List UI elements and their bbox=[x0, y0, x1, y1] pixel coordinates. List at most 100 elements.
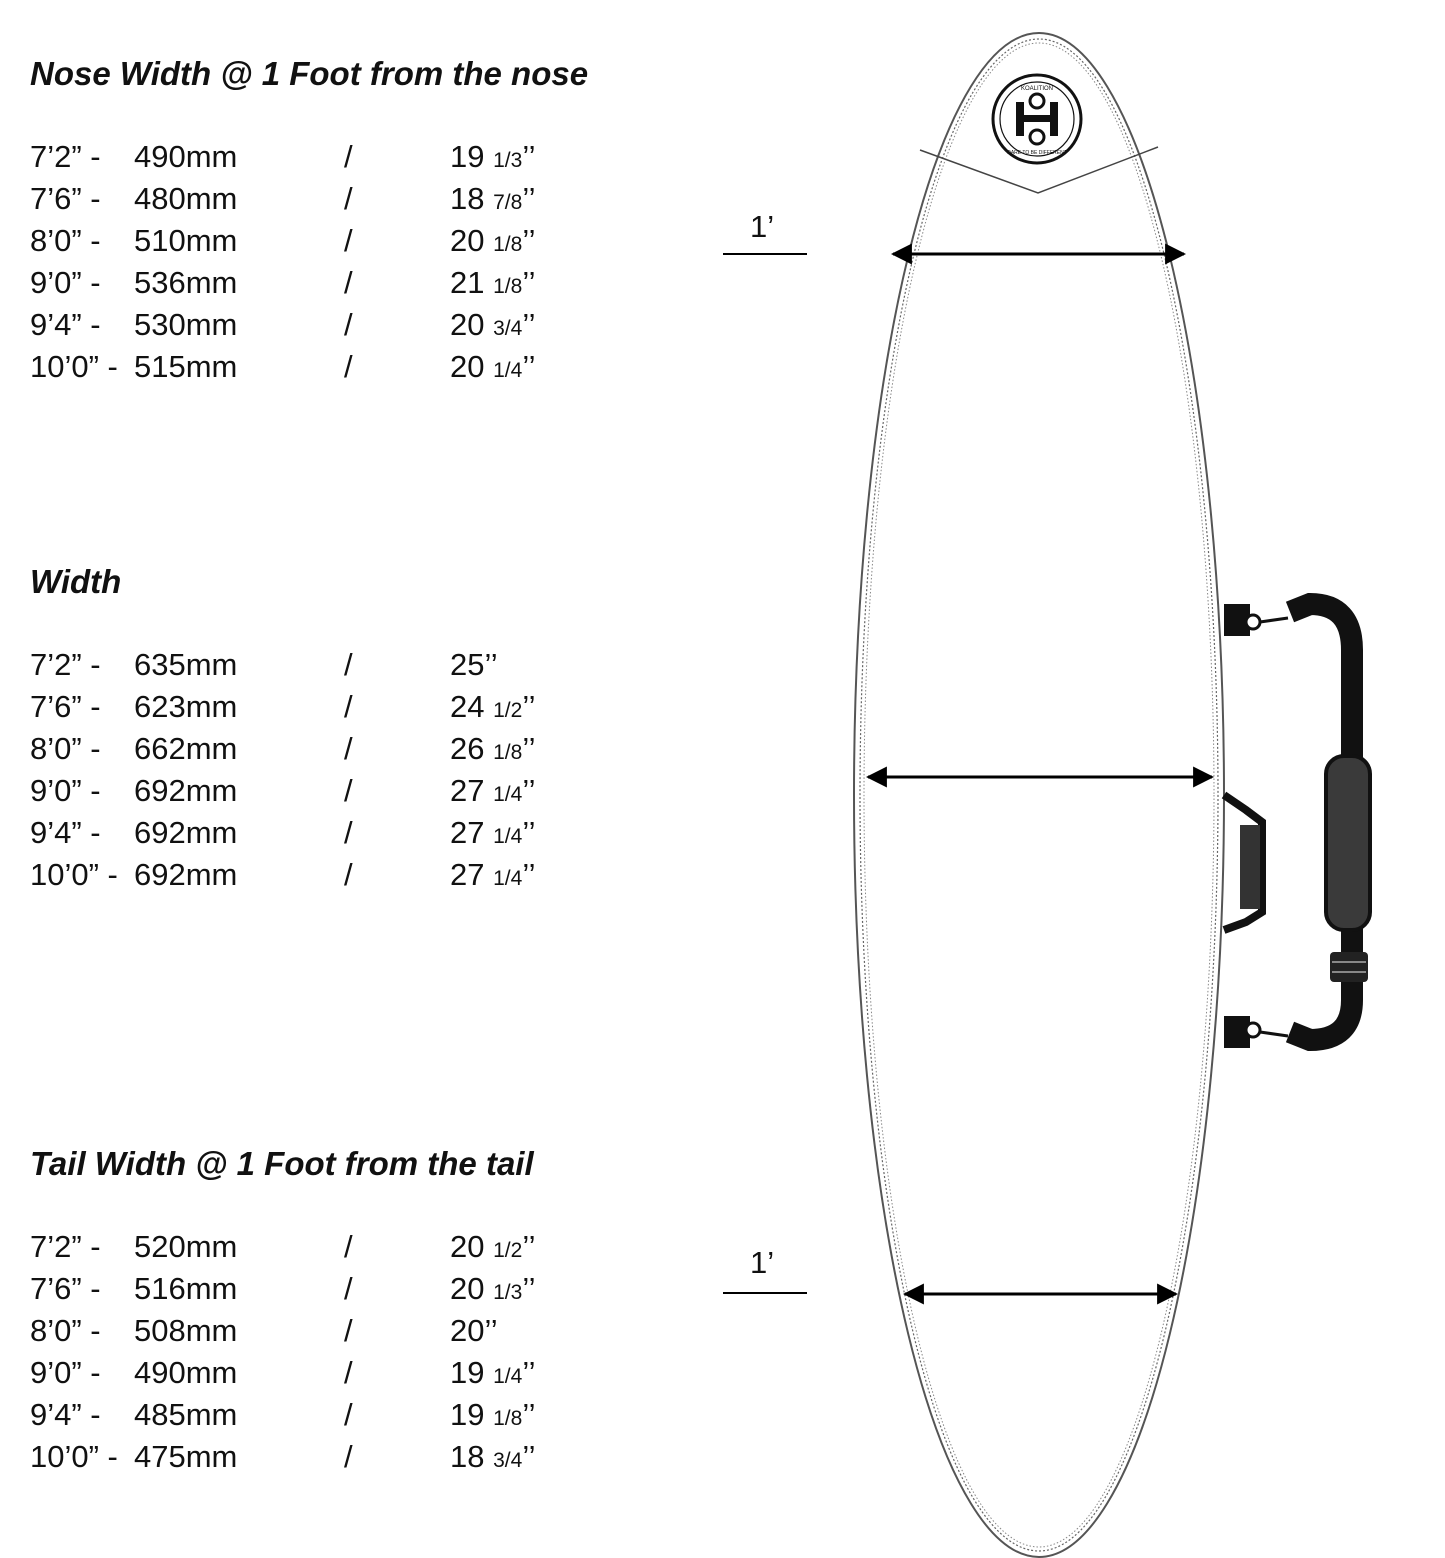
inches-whole: 24 bbox=[450, 689, 485, 724]
board-length: 9’4” - bbox=[30, 1397, 101, 1432]
inches-fraction: 1/8 bbox=[493, 233, 523, 256]
width-inches: 27 1/4’’ bbox=[450, 854, 536, 900]
table-row: 9’0” - 536mm / 21 1/8’’ bbox=[30, 262, 690, 304]
width-mm: 623mm bbox=[134, 689, 238, 724]
table-row: 7’2” -520mm/20 1/2’’ bbox=[30, 1226, 690, 1268]
inches-whole: 19 bbox=[450, 1397, 485, 1432]
separator: / bbox=[344, 689, 353, 724]
width-inches: 27 1/4’’ bbox=[450, 770, 536, 816]
width-inches: 25’’ bbox=[450, 644, 498, 690]
table-row: 10’0” -515mm/20 1/4’’ bbox=[30, 346, 690, 388]
inches-fraction: 1/4 bbox=[493, 783, 523, 806]
nose-panel-seam bbox=[919, 146, 1159, 194]
inches-fraction: 1/8 bbox=[493, 275, 523, 298]
table-row: 7’6” -516mm/20 1/3’’ bbox=[30, 1268, 690, 1310]
width-inches: 24 1/2’’ bbox=[450, 686, 536, 732]
width-section: Width 7’2” -635mm/25’’ 7’6” -623mm/24 1/… bbox=[30, 562, 690, 896]
nose-marker-label: 1’ bbox=[750, 209, 775, 244]
board-bag-diagram: KOALITION DARE TO BE DIFFERENT 1’ 1’ bbox=[700, 0, 1445, 1558]
bag-outline bbox=[853, 32, 1225, 1558]
width-mm: 490mm bbox=[134, 1355, 238, 1390]
inches-whole: 21 bbox=[450, 265, 485, 300]
inches-fraction: 1/4 bbox=[493, 359, 523, 382]
width-inches: 18 3/4’’ bbox=[450, 1436, 536, 1482]
table-row: 8’0” -510mm/20 1/8’’ bbox=[30, 220, 690, 262]
table-row: 7’6” -623mm/24 1/2’’ bbox=[30, 686, 690, 728]
board-bag-svg: KOALITION DARE TO BE DIFFERENT bbox=[723, 32, 1372, 1558]
table-row: 8’0” -508mm/20’’ bbox=[30, 1310, 690, 1352]
table-row: 9’0” -692mm/27 1/4’’ bbox=[30, 770, 690, 812]
table-row: 9’0” -490mm/19 1/4’’ bbox=[30, 1352, 690, 1394]
separator: / bbox=[344, 307, 353, 342]
width-inches: 19 1/8’’ bbox=[450, 1394, 536, 1440]
board-length: 9’0” - bbox=[30, 773, 101, 808]
width-mm: 510mm bbox=[134, 223, 238, 258]
table-row: 10’0” -692mm/27 1/4’’ bbox=[30, 854, 690, 896]
table-row: 7’2” -635mm/25’’ bbox=[30, 644, 690, 686]
separator: / bbox=[344, 1229, 353, 1264]
inches-mark: ’’ bbox=[522, 731, 536, 766]
inches-fraction: 1/4 bbox=[493, 1365, 523, 1388]
board-length: 7’2” - bbox=[30, 139, 101, 174]
width-mm: 475mm bbox=[134, 1439, 238, 1474]
inches-mark: ’’ bbox=[522, 139, 536, 174]
inches-whole: 20 bbox=[450, 1229, 485, 1264]
inches-mark: ’’ bbox=[522, 1397, 536, 1432]
separator: / bbox=[344, 857, 353, 892]
board-length: 8’0” - bbox=[30, 731, 101, 766]
width-mm: 490mm bbox=[134, 139, 238, 174]
separator: / bbox=[344, 731, 353, 766]
table-row: 9’4” -530mm/20 3/4’’ bbox=[30, 304, 690, 346]
table-row: 7’2” -490mm/19 1/3’’ bbox=[30, 136, 690, 178]
width-mm: 692mm bbox=[134, 773, 238, 808]
width-mm: 692mm bbox=[134, 815, 238, 850]
separator: / bbox=[344, 349, 353, 384]
width-inches: 20 1/2’’ bbox=[450, 1226, 536, 1272]
inches-whole: 25’’ bbox=[450, 647, 498, 682]
width-inches: 20’’ bbox=[450, 1310, 498, 1356]
width-mm: 508mm bbox=[134, 1313, 238, 1348]
table-row: 9’4” -485mm/19 1/8’’ bbox=[30, 1394, 690, 1436]
nose-width-section: Nose Width @ 1 Foot from the nose 7’2” -… bbox=[30, 54, 690, 388]
width-mm: 536mm bbox=[134, 265, 238, 300]
board-length: 7’6” - bbox=[30, 689, 101, 724]
width-mm: 635mm bbox=[134, 647, 238, 682]
inches-mark: ’’ bbox=[522, 307, 536, 342]
inches-fraction: 1/8 bbox=[493, 1407, 523, 1430]
width-mm: 520mm bbox=[134, 1229, 238, 1264]
inches-whole: 18 bbox=[450, 181, 485, 216]
inches-whole: 18 bbox=[450, 1439, 485, 1474]
inches-mark: ’’ bbox=[522, 1271, 536, 1306]
width-mm: 480mm bbox=[134, 181, 238, 216]
board-length: 10’0” - bbox=[30, 1439, 118, 1474]
separator: / bbox=[344, 181, 353, 216]
tail-width-section: Tail Width @ 1 Foot from the tail 7’2” -… bbox=[30, 1144, 690, 1478]
inches-fraction: 3/4 bbox=[493, 317, 523, 340]
tail-marker-label: 1’ bbox=[750, 1245, 775, 1280]
inches-mark: ’’ bbox=[522, 349, 536, 384]
inches-fraction: 1/2 bbox=[493, 1239, 523, 1262]
board-length: 9’0” - bbox=[30, 265, 101, 300]
width-inches: 20 1/3’’ bbox=[450, 1268, 536, 1314]
inches-mark: ’’ bbox=[522, 857, 536, 892]
inches-fraction: 1/3 bbox=[493, 1281, 523, 1304]
width-inches: 18 7/8’’ bbox=[450, 178, 536, 224]
board-length: 10’0” - bbox=[30, 349, 118, 384]
brand-logo-icon bbox=[991, 73, 1083, 165]
board-length: 9’0” - bbox=[30, 1355, 101, 1390]
logo-text-top: KOALITION bbox=[1021, 86, 1053, 92]
separator: / bbox=[344, 265, 353, 300]
width-inches: 27 1/4’’ bbox=[450, 812, 536, 858]
inches-fraction: 3/4 bbox=[493, 1449, 523, 1472]
inches-mark: ’’ bbox=[522, 265, 536, 300]
inches-whole: 20 bbox=[450, 349, 485, 384]
inches-whole: 20’’ bbox=[450, 1313, 498, 1348]
inches-whole: 20 bbox=[450, 307, 485, 342]
inches-mark: ’’ bbox=[522, 1229, 536, 1264]
logo-text-bottom: DARE TO BE DIFFERENT bbox=[1007, 150, 1067, 156]
inches-whole: 19 bbox=[450, 139, 485, 174]
inches-fraction: 1/4 bbox=[493, 867, 523, 890]
width-mm: 692mm bbox=[134, 857, 238, 892]
inches-mark: ’’ bbox=[522, 181, 536, 216]
inches-whole: 20 bbox=[450, 223, 485, 258]
